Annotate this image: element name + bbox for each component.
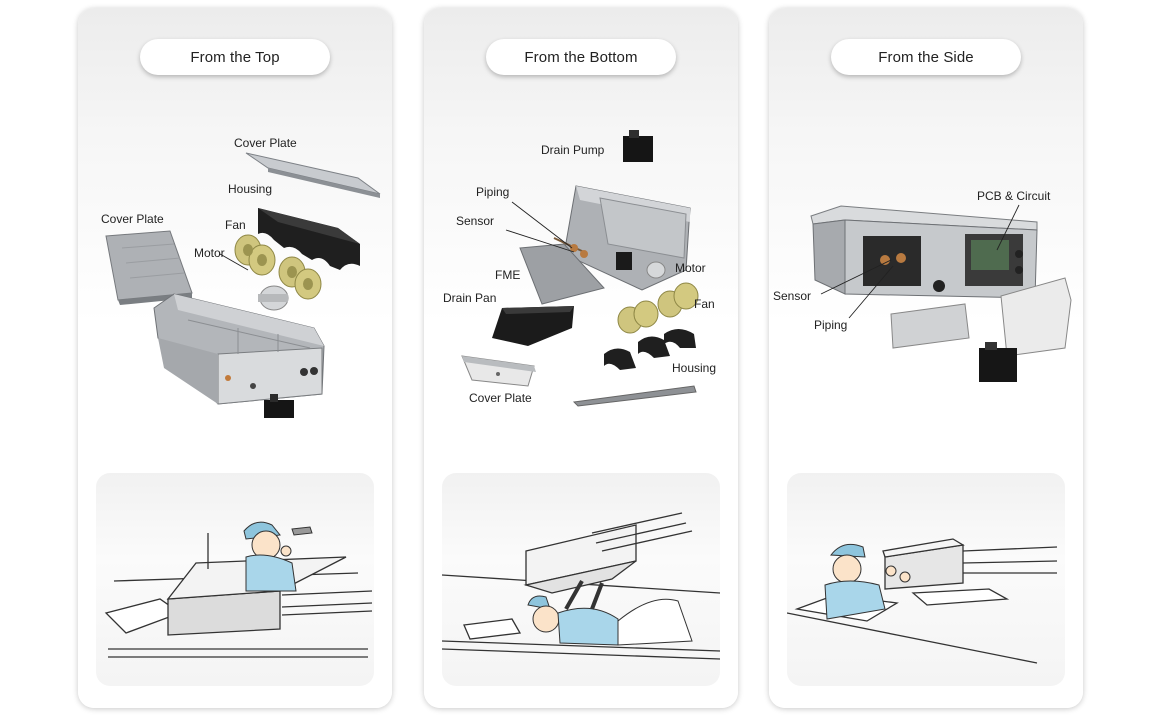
install-illustration-bottom [442, 473, 720, 686]
cover-plate-part-bottom [461, 355, 697, 407]
drain-pump-part-side [979, 342, 1017, 382]
panel-from-the-side: From the Side PCB & [769, 8, 1083, 708]
housing-part-bottom [604, 329, 696, 370]
label-fan-bottom: Fan [694, 297, 715, 311]
label-sensor-bottom: Sensor [456, 214, 495, 228]
exploded-diagram-bottom [461, 130, 699, 407]
drain-pump-part [623, 130, 653, 162]
unit-body-side [810, 205, 1038, 299]
label-cover-plate-top: Cover Plate [234, 136, 297, 150]
worker-top [243, 521, 313, 592]
label-motor-bottom: Motor [675, 261, 706, 275]
drain-pan-part [492, 306, 574, 346]
panel-from-the-bottom: From the Bottom [424, 8, 738, 708]
fan-part [234, 234, 322, 300]
install-illustration-side [787, 473, 1065, 686]
worker-bottom [527, 580, 693, 646]
panel-title-top: From the Top [140, 39, 330, 75]
worker-side [824, 543, 911, 620]
label-sensor-side: Sensor [773, 289, 812, 303]
install-illustration-top [96, 473, 374, 686]
label-drain-pump: Drain Pump [541, 143, 605, 157]
worker-side-scene [787, 538, 1058, 664]
unit-body-bottom [519, 185, 691, 305]
label-piping-bottom: Piping [476, 185, 510, 199]
label-fme: FME [495, 268, 521, 282]
label-piping-side: Piping [814, 318, 848, 332]
label-housing: Housing [228, 182, 273, 196]
motor-part [258, 285, 289, 311]
motor-part-bottom [646, 261, 666, 279]
label-cover-plate-bottom: Cover Plate [469, 391, 532, 405]
panel-title-side: From the Side [831, 39, 1021, 75]
label-housing-bottom: Housing [672, 361, 717, 375]
label-drain-pan: Drain Pan [443, 291, 497, 305]
label-pcb-circuit: PCB & Circuit [977, 189, 1051, 203]
housing-part [258, 208, 360, 270]
unit-body-top [153, 293, 325, 405]
cover-plate-top-part [245, 152, 381, 198]
cover-plate-left-part [105, 230, 193, 305]
exploded-diagram-top [105, 152, 381, 418]
panel-from-the-top: From the Top [78, 8, 392, 708]
label-fan: Fan [225, 218, 246, 232]
side-cover-plate-part [890, 277, 1072, 357]
exploded-diagram-side [810, 204, 1072, 382]
label-cover-plate-left: Cover Plate [101, 212, 164, 226]
worker-bottom-scene [442, 512, 720, 660]
worker-top-scene [104, 521, 373, 658]
fan-part-bottom [617, 282, 699, 334]
label-motor: Motor [194, 246, 225, 260]
drain-pump-part-top [264, 394, 294, 418]
panel-title-bottom: From the Bottom [486, 39, 676, 75]
